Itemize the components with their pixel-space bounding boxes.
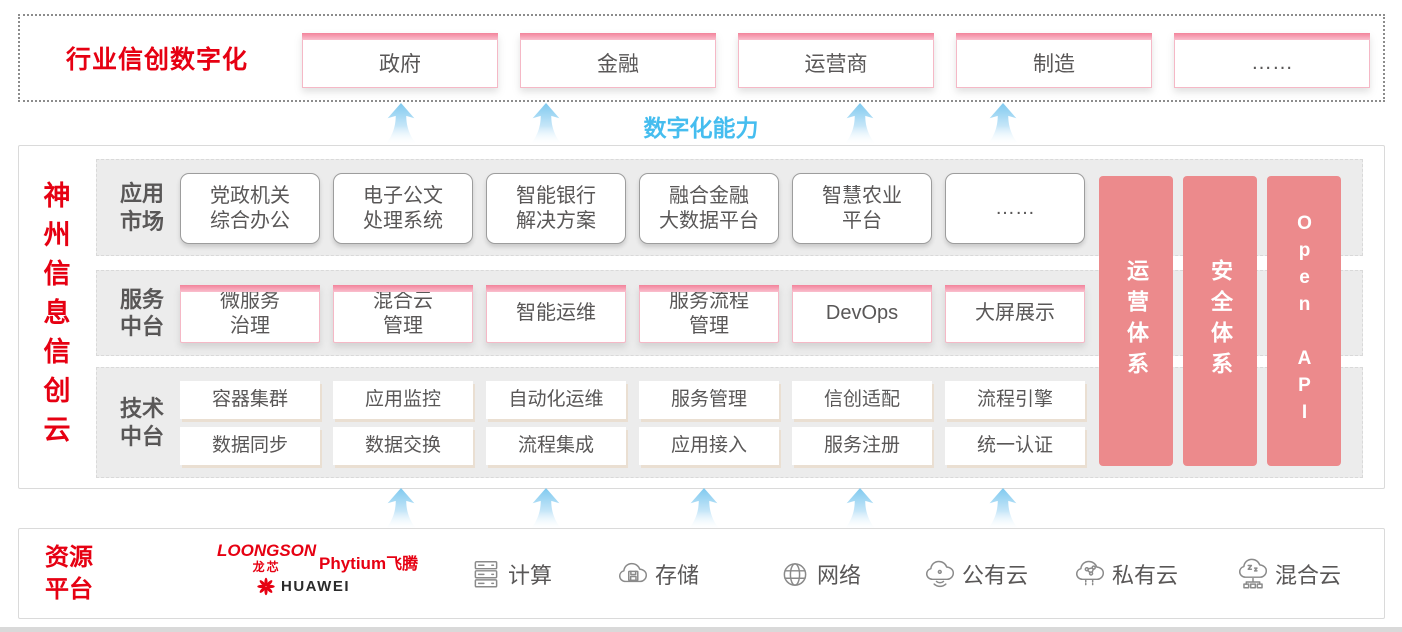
industry-banner: 行业信创数字化 政府 金融 运营商 制造 …… [18, 14, 1385, 102]
service-box-microservice: 微服务 治理 [180, 285, 320, 343]
resource-platform-box: 资源 平台 LOONGSON 龙芯 Phytium飞腾 HU [18, 528, 1385, 619]
resource-item-label: 存储 [655, 562, 700, 588]
resource-item-storage: 存储 [616, 529, 699, 618]
phytium-logo-text: Phytium [319, 554, 387, 573]
phytium-logo-cn: 飞腾 [386, 556, 419, 573]
industry-box-manufacturing: 制造 [956, 33, 1152, 88]
hybrid-cloud-icon [1238, 558, 1268, 588]
tech-box-data-sync: 数据同步 [180, 427, 320, 465]
service-box-hybrid-cloud-mgmt: 混合云 管理 [333, 285, 473, 343]
up-arrow-icon [843, 488, 877, 530]
huawei-flower-icon [257, 577, 275, 596]
storage-icon [618, 562, 648, 582]
app-market-label: 应用 市场 [119, 181, 164, 234]
industry-box-finance: 金融 [520, 33, 716, 88]
loongson-logo-cn: 龙芯 [252, 560, 281, 574]
up-arrow-icon [384, 488, 418, 530]
tech-platform-label: 技术 中台 [119, 396, 164, 449]
up-arrow-icon [529, 488, 563, 530]
industry-banner-title: 行业信创数字化 [66, 46, 249, 74]
resource-item-label: 公有云 [962, 562, 1029, 588]
service-box-service-process: 服务流程 管理 [639, 285, 779, 343]
app-market-box-2: 电子公文 处理系统 [333, 173, 473, 244]
platform-box: 神州信息信创云 应用 市场 党政机关 综合办公 电子公文 处理系统 智能银行 解… [18, 145, 1385, 489]
app-market-box-1: 党政机关 综合办公 [180, 173, 320, 244]
bottom-divider [0, 627, 1402, 632]
platform-title: 神州信息信创云 [39, 180, 70, 454]
resource-item-label: 混合云 [1275, 562, 1342, 588]
app-market-box-4: 融合金融 大数据平台 [639, 173, 779, 244]
resource-platform-label: 资源 平台 [45, 544, 93, 603]
tech-box-data-exchange: 数据交换 [333, 427, 473, 465]
industry-box-government: 政府 [302, 33, 498, 88]
up-arrow-icon [986, 103, 1020, 145]
loongson-logo-text: LOONGSON [217, 541, 317, 560]
tech-box-auto-ops: 自动化运维 [486, 381, 626, 419]
service-box-dashboard: 大屏展示 [945, 285, 1085, 343]
pillar-open-api: Open API [1267, 176, 1341, 466]
network-icon [783, 562, 807, 586]
compute-icon [474, 560, 498, 587]
up-arrow-icon [687, 488, 721, 530]
resource-item-compute: 计算 [469, 529, 552, 618]
phytium-logo: Phytium飞腾 [319, 550, 418, 574]
huawei-logo: HUAWEI [256, 577, 350, 596]
service-platform-label: 服务 中台 [119, 286, 164, 340]
tech-box-container-cluster: 容器集群 [180, 381, 320, 419]
tech-box-unified-auth: 统一认证 [945, 427, 1085, 465]
industry-box-operator: 运营商 [738, 33, 934, 88]
tech-box-app-monitor: 应用监控 [333, 381, 473, 419]
industry-box-more: …… [1174, 33, 1370, 88]
loongson-logo: LOONGSON 龙芯 [217, 542, 316, 573]
tech-box-service-registry: 服务注册 [792, 427, 932, 465]
app-market-box-3: 智能银行 解决方案 [486, 173, 626, 244]
resource-item-label: 计算 [508, 562, 553, 588]
resource-item-hybrid-cloud: 混合云 [1236, 529, 1341, 618]
resource-item-public-cloud: 公有云 [923, 529, 1028, 618]
resource-item-label: 私有云 [1112, 562, 1179, 588]
pillar-operation-system: 运营体系 [1099, 176, 1173, 466]
tech-box-app-access: 应用接入 [639, 427, 779, 465]
resource-item-private-cloud: 私有云 [1073, 529, 1178, 618]
up-arrow-icon [986, 488, 1020, 530]
pillar-security-system: 安全体系 [1183, 176, 1257, 466]
app-market-box-more: …… [945, 173, 1085, 244]
huawei-logo-text: HUAWEI [281, 578, 350, 595]
resource-item-network: 网络 [778, 529, 861, 618]
service-box-devops: DevOps [792, 285, 932, 343]
private-cloud-icon [1075, 560, 1105, 585]
tech-box-service-mgmt: 服务管理 [639, 381, 779, 419]
industry-row: 政府 金融 运营商 制造 …… [302, 33, 1370, 88]
resource-item-label: 网络 [817, 562, 862, 588]
service-box-intelligent-ops: 智能运维 [486, 285, 626, 343]
tech-box-process-integration: 流程集成 [486, 427, 626, 465]
up-arrow-icon [843, 103, 877, 145]
capability-label: 数字化能力 [643, 115, 759, 141]
app-market-box-5: 智慧农业 平台 [792, 173, 932, 244]
tech-box-process-engine: 流程引擎 [945, 381, 1085, 419]
tech-box-xinchuang-adapt: 信创适配 [792, 381, 932, 419]
public-cloud-icon [925, 560, 955, 587]
